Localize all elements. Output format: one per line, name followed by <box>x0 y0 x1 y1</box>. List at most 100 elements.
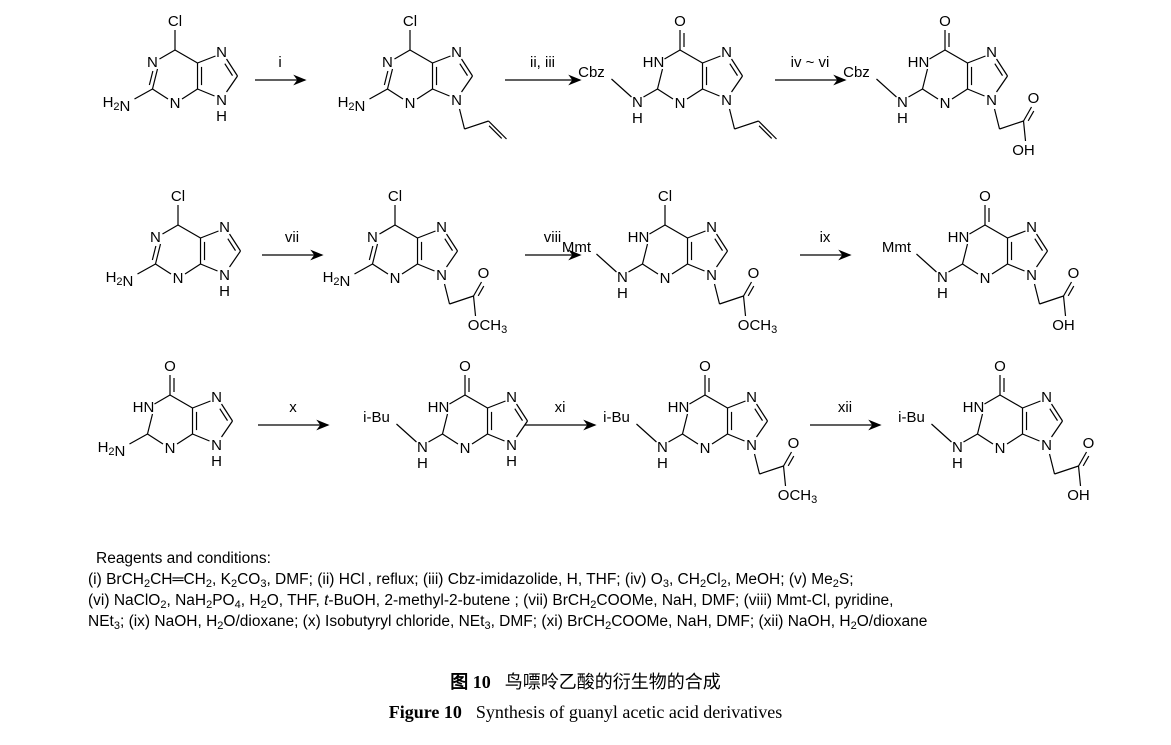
bond <box>221 420 234 438</box>
nh-hydrogen: H <box>657 455 668 472</box>
bond <box>1007 230 1026 239</box>
bond <box>711 433 728 445</box>
figure-title-english: Synthesis of guanyl acetic acid derivati… <box>475 702 783 722</box>
n3-label: N <box>660 270 671 287</box>
bond <box>759 465 784 475</box>
bond <box>702 55 721 64</box>
n9-hydrogen: H <box>506 453 517 470</box>
bond <box>671 263 688 275</box>
n1-label: N <box>150 229 161 246</box>
protecting-group-label: Cbz <box>843 64 870 81</box>
bond <box>372 263 389 275</box>
bond <box>951 88 968 100</box>
bond <box>151 68 159 90</box>
bond <box>628 263 643 273</box>
carbonyl-oxygen: O <box>748 265 760 282</box>
bond <box>176 433 193 445</box>
bond <box>921 68 929 90</box>
bond <box>226 75 239 93</box>
reaction-step-label: ix <box>820 229 831 246</box>
n1-label: N <box>147 54 158 71</box>
reagent-text: , H <box>240 592 261 609</box>
bond <box>929 49 946 60</box>
bond <box>224 63 234 76</box>
n1-label: HN <box>668 399 690 416</box>
reagent-text: Cl <box>706 571 721 588</box>
bond <box>916 253 937 273</box>
n9-label: N <box>506 437 517 454</box>
bond <box>146 413 154 435</box>
n1-label: HN <box>428 399 450 416</box>
carbonyl-oxygen: O <box>788 435 800 452</box>
bond <box>192 400 211 409</box>
n1-label: N <box>367 229 378 246</box>
bond <box>472 295 477 317</box>
bond <box>446 233 459 252</box>
reaction-step-label: xii <box>838 399 852 416</box>
bond <box>458 108 466 130</box>
bond <box>449 295 474 305</box>
bond <box>944 49 968 64</box>
bond <box>758 125 773 139</box>
reagent-text: , K <box>211 571 231 588</box>
bond <box>514 408 524 421</box>
bond <box>742 281 753 297</box>
carbonyl-oxygen: O <box>459 358 471 375</box>
reaction-step-label: vii <box>285 229 299 246</box>
n3-label: N <box>460 440 471 457</box>
reagent-text: , MeOH; (v) Me <box>726 571 833 588</box>
bond <box>192 433 210 442</box>
bond <box>664 224 688 239</box>
hydroxyl-label: OH <box>1067 487 1090 504</box>
n9-hydrogen: H <box>219 283 230 300</box>
bond <box>1022 433 1040 442</box>
bond <box>1027 110 1035 122</box>
bond <box>686 88 703 100</box>
bond <box>876 78 897 98</box>
n3-label: N <box>700 440 711 457</box>
bond <box>984 224 1008 239</box>
bond <box>758 120 777 140</box>
bond <box>993 108 1001 130</box>
reagents-heading: Reagents and conditions: <box>96 550 271 567</box>
bond <box>487 400 506 409</box>
reagent-text: (vi) NaClO <box>88 592 161 609</box>
bond <box>1006 433 1023 445</box>
bond <box>1077 465 1082 487</box>
bond <box>379 224 396 235</box>
bond <box>394 49 411 60</box>
n3-label: N <box>170 95 181 112</box>
bond <box>1039 295 1064 305</box>
protecting-group-label: i-Bu <box>603 409 630 426</box>
n9-label: N <box>436 267 447 284</box>
reagent-subscript: 2 <box>260 599 267 611</box>
bond <box>1049 408 1059 421</box>
bond <box>729 63 739 76</box>
bond <box>931 423 952 443</box>
bond <box>948 263 963 273</box>
n9-hydrogen: H <box>211 453 222 470</box>
bond <box>227 238 237 251</box>
bond <box>472 281 483 297</box>
reagent-subscript: 2 <box>605 620 612 632</box>
reagent-text: -BuOH, 2-methyl-2-butene ; (vii) BrCH <box>328 592 591 609</box>
bond <box>679 49 703 64</box>
protecting-group-label: Mmt <box>882 239 912 256</box>
bond <box>976 413 984 435</box>
bond <box>184 263 201 275</box>
bond <box>1062 281 1073 297</box>
bond <box>1054 465 1079 475</box>
n3-label: N <box>405 95 416 112</box>
bond <box>386 68 394 90</box>
bond <box>169 394 193 409</box>
chloro-label: Cl <box>388 188 402 205</box>
bond <box>1067 285 1075 297</box>
reagent-subscript: 2 <box>143 578 151 590</box>
n3-label: N <box>173 270 184 287</box>
